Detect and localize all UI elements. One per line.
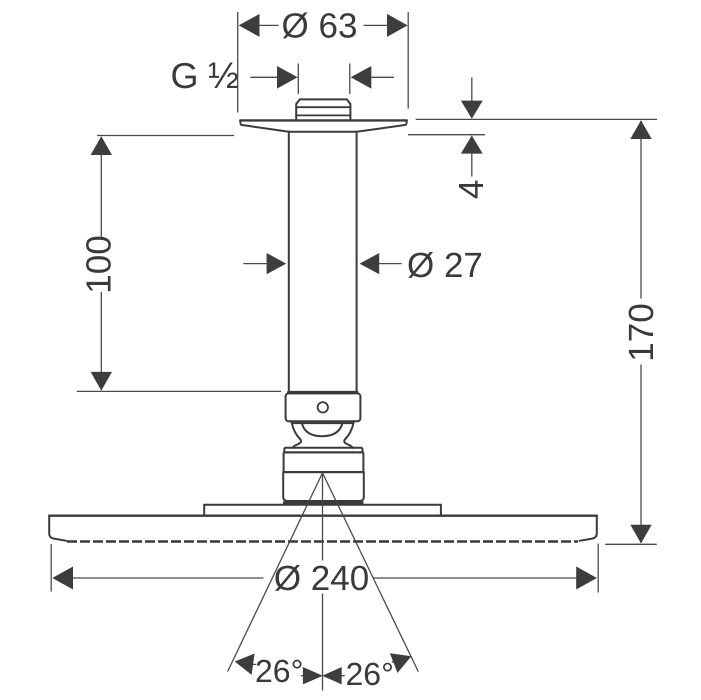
svg-text:Ø 240: Ø 240 xyxy=(274,559,369,598)
svg-text:26°: 26° xyxy=(255,653,303,689)
svg-text:Ø 27: Ø 27 xyxy=(407,246,483,285)
svg-text:Ø 63: Ø 63 xyxy=(282,6,358,45)
svg-text:100: 100 xyxy=(80,235,119,293)
svg-text:G: G xyxy=(171,55,199,96)
svg-text:26°: 26° xyxy=(346,656,394,692)
svg-text:4: 4 xyxy=(452,180,491,199)
svg-text:170: 170 xyxy=(622,303,661,361)
svg-text:½: ½ xyxy=(208,55,239,96)
